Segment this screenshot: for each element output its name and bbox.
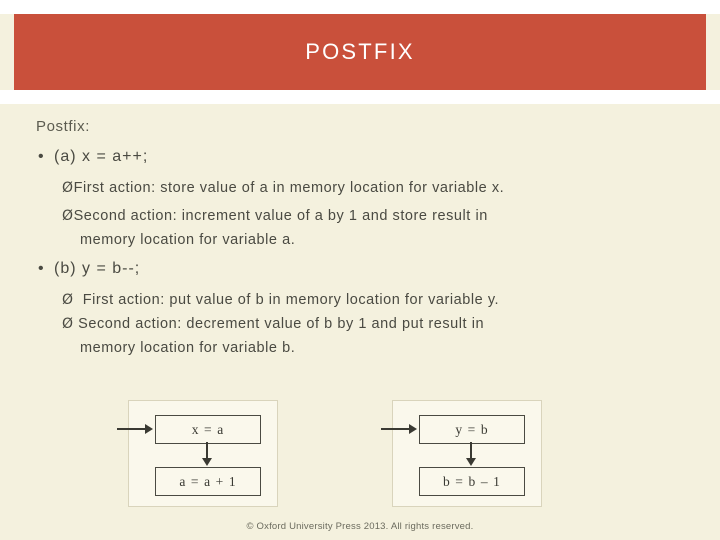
arrow-marker-icon: Ø [62, 208, 74, 224]
diagram-b-top-node: y = b [419, 415, 525, 444]
bullet-b: • (b) y = b--; [38, 260, 140, 278]
sub-a-3-text: memory location for variable a. [80, 232, 296, 248]
bullet-a: • (a) x = a++; [38, 148, 148, 166]
diagram-b-bottom-node: b = b – 1 [419, 467, 525, 496]
arrow-marker-icon: Ø [62, 316, 74, 332]
incoming-arrow-icon [117, 424, 155, 434]
title-bar: POSTFIX [14, 14, 706, 90]
diagram-a: x = a a = a + 1 [117, 400, 278, 507]
bullet-marker: • [38, 148, 45, 165]
arrow-marker-icon: Ø [62, 292, 74, 308]
diagram-a-top-node: x = a [155, 415, 261, 444]
bullet-marker: • [38, 260, 45, 277]
flow-arrow-icon [465, 442, 476, 467]
sub-b-3-text: memory location for variable b. [80, 340, 296, 356]
sub-a-1: ØFirst action: store value of a in memor… [62, 180, 504, 196]
sub-a-2-text: Second action: increment value of a by 1… [73, 208, 488, 224]
sub-a-3: memory location for variable a. [80, 232, 295, 248]
page-title: POSTFIX [305, 39, 415, 64]
diagram-b: y = b b = b – 1 [381, 400, 542, 507]
sub-b-2-text: Second action: decrement value of b by 1… [78, 316, 485, 332]
copyright-footer: © Oxford University Press 2013. All righ… [246, 521, 474, 532]
title-gap-strip [0, 90, 720, 104]
sub-b-3: memory location for variable b. [80, 340, 295, 356]
flow-arrow-icon [201, 442, 212, 467]
lead-text: Postfix: [36, 118, 90, 135]
top-margin-strip [0, 0, 720, 14]
diagram-a-bottom-node: a = a + 1 [155, 467, 261, 496]
sub-a-2: ØSecond action: increment value of a by … [62, 208, 488, 224]
slide-body: Postfix: •(a) x = a++; ØFirst action: st… [0, 104, 720, 507]
sub-b-2: Ø Second action: decrement value of b by… [62, 316, 484, 332]
sub-a-1-text: First action: store value of a in memory… [73, 180, 505, 196]
sub-b-1: Ø First action: put value of b in memory… [62, 292, 499, 308]
bullet-a-text: (a) x = a++; [54, 148, 149, 165]
incoming-arrow-icon [381, 424, 419, 434]
arrow-marker-icon: Ø [62, 180, 74, 196]
sub-b-1-text: First action: put value of b in memory l… [82, 292, 500, 308]
bullet-b-text: (b) y = b--; [54, 260, 141, 277]
